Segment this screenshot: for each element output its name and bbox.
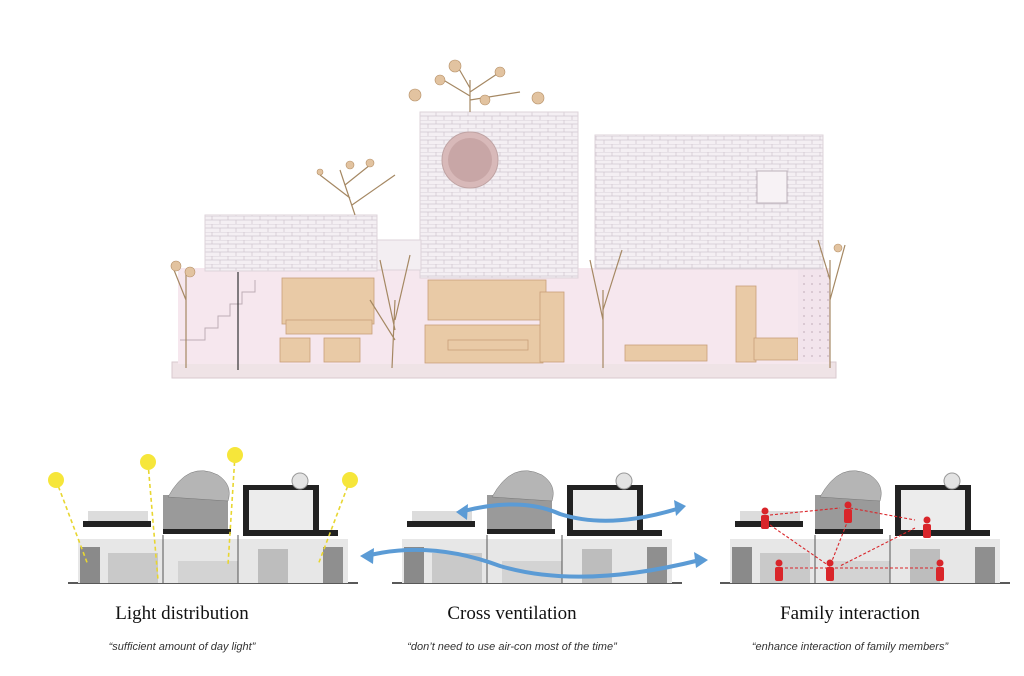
sun-icon bbox=[140, 454, 156, 470]
sunlight-rays bbox=[55, 454, 351, 581]
sun-icon bbox=[48, 472, 64, 488]
model-dried-branches bbox=[171, 61, 846, 369]
arrow-head-icon bbox=[674, 500, 686, 516]
person-icon bbox=[775, 559, 783, 581]
arrow-head-icon bbox=[456, 504, 468, 520]
arrow-head-icon bbox=[694, 552, 708, 568]
interaction-lines bbox=[769, 507, 935, 571]
person-icon bbox=[844, 501, 852, 523]
sun-icons bbox=[48, 447, 358, 488]
model-staircase bbox=[180, 272, 256, 370]
panel-title: Light distribution bbox=[115, 603, 249, 624]
person-icon bbox=[936, 559, 944, 581]
model-square-window bbox=[756, 170, 788, 204]
panel-quote: “enhance interaction of family members” bbox=[751, 641, 949, 653]
panel-title: Cross ventilation bbox=[447, 603, 577, 624]
arrow-head-icon bbox=[360, 548, 374, 564]
arrow-head-icons bbox=[360, 500, 708, 568]
person-icon bbox=[761, 507, 769, 529]
section-light-distribution bbox=[55, 454, 359, 584]
model-pegboard-wall bbox=[798, 270, 830, 362]
house-model-illustration bbox=[170, 59, 846, 379]
sun-icon bbox=[227, 447, 243, 463]
section-diagrams bbox=[48, 447, 1011, 584]
model-dried-flowers bbox=[170, 59, 843, 278]
person-icons bbox=[761, 501, 944, 581]
panel-quote: “don’t need to use air-con most of the t… bbox=[407, 641, 617, 653]
model-wood-furniture bbox=[279, 277, 799, 364]
section-cross-ventilation bbox=[391, 469, 683, 584]
caption-cross-ventilation: Cross ventilation “don’t need to use air… bbox=[362, 603, 662, 653]
airflow-arrows bbox=[364, 502, 702, 579]
sun-icon bbox=[342, 472, 358, 488]
model-left-block bbox=[204, 214, 378, 272]
caption-light-distribution: Light distribution “sufficient amount of… bbox=[32, 603, 332, 653]
panel-quote: “sufficient amount of day light” bbox=[108, 641, 256, 653]
model-center-tower bbox=[419, 111, 579, 279]
caption-family-interaction: Family interaction “enhance interaction … bbox=[700, 603, 1000, 653]
person-icon bbox=[923, 516, 931, 538]
person-icon bbox=[826, 559, 834, 581]
panel-title: Family interaction bbox=[780, 603, 920, 624]
